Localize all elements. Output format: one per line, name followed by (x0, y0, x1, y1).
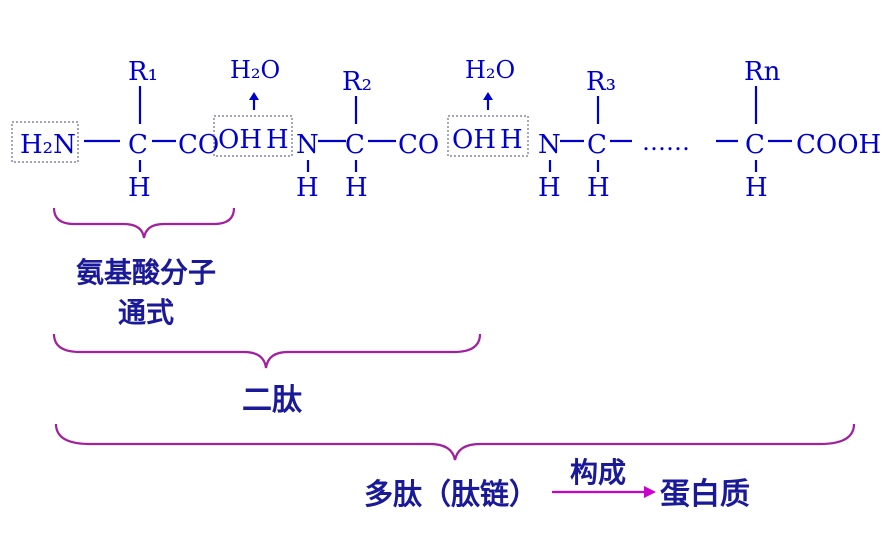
alpha-carbon-n: C (745, 130, 765, 160)
water-molecule-2: H₂O (465, 56, 515, 84)
amino-nitrogen-3: N (538, 130, 561, 160)
arrow-head (249, 92, 259, 100)
alpha-hydrogen-2: H (345, 173, 368, 203)
continuation-dots: …… (642, 128, 690, 156)
carbonyl-co-2: CO (398, 130, 439, 160)
alpha-carbon-2: C (345, 130, 365, 160)
alpha-carbon-1: C (128, 130, 148, 160)
polypeptide-label: 多肽（肽链） (364, 477, 538, 511)
amino-group-box (11, 121, 79, 163)
side-chain-r3: R₃ (586, 67, 616, 97)
amino-hydrogen-3: H (500, 125, 523, 155)
carbonyl-co-1: CO (178, 130, 219, 160)
polypeptide-brace (54, 423, 856, 461)
forms-label: 构成 (570, 456, 626, 489)
alpha-hydrogen-n: H (745, 173, 768, 203)
condensation-box-2 (447, 115, 529, 157)
alpha-carbon-3: C (587, 130, 607, 160)
amino-acid-brace (52, 207, 236, 239)
amino-acid-formula-label-line1: 氨基酸分子 (76, 256, 216, 289)
alpha-hydrogen-3: H (587, 173, 610, 203)
condensation-box-1 (213, 115, 293, 157)
amino-hydrogen-1: H (266, 125, 289, 155)
arrow-head (644, 486, 656, 498)
amino-hydrogen-4: H (538, 173, 561, 203)
side-chain-r2: R₂ (342, 67, 372, 97)
side-chain-r1: R₁ (128, 57, 158, 87)
amino-nitrogen-2: N (296, 130, 319, 160)
water-molecule-1: H₂O (230, 56, 280, 84)
hydroxyl-oh-2: OH (452, 125, 496, 155)
side-chain-rn: Rn (744, 57, 781, 87)
amino-acid-formula-label-line2: 通式 (118, 296, 174, 329)
protein-label: 蛋白质 (660, 477, 750, 512)
arrow-head (483, 92, 493, 100)
dipeptide-label: 二肽 (242, 383, 303, 418)
amino-hydrogen-2: H (296, 173, 319, 203)
hydroxyl-oh-1: OH (218, 125, 262, 155)
carboxyl-cooh: COOH (796, 130, 881, 160)
dipeptide-brace (52, 333, 482, 369)
amino-group-h2n: H₂N (20, 130, 76, 160)
alpha-hydrogen-1: H (128, 173, 151, 203)
